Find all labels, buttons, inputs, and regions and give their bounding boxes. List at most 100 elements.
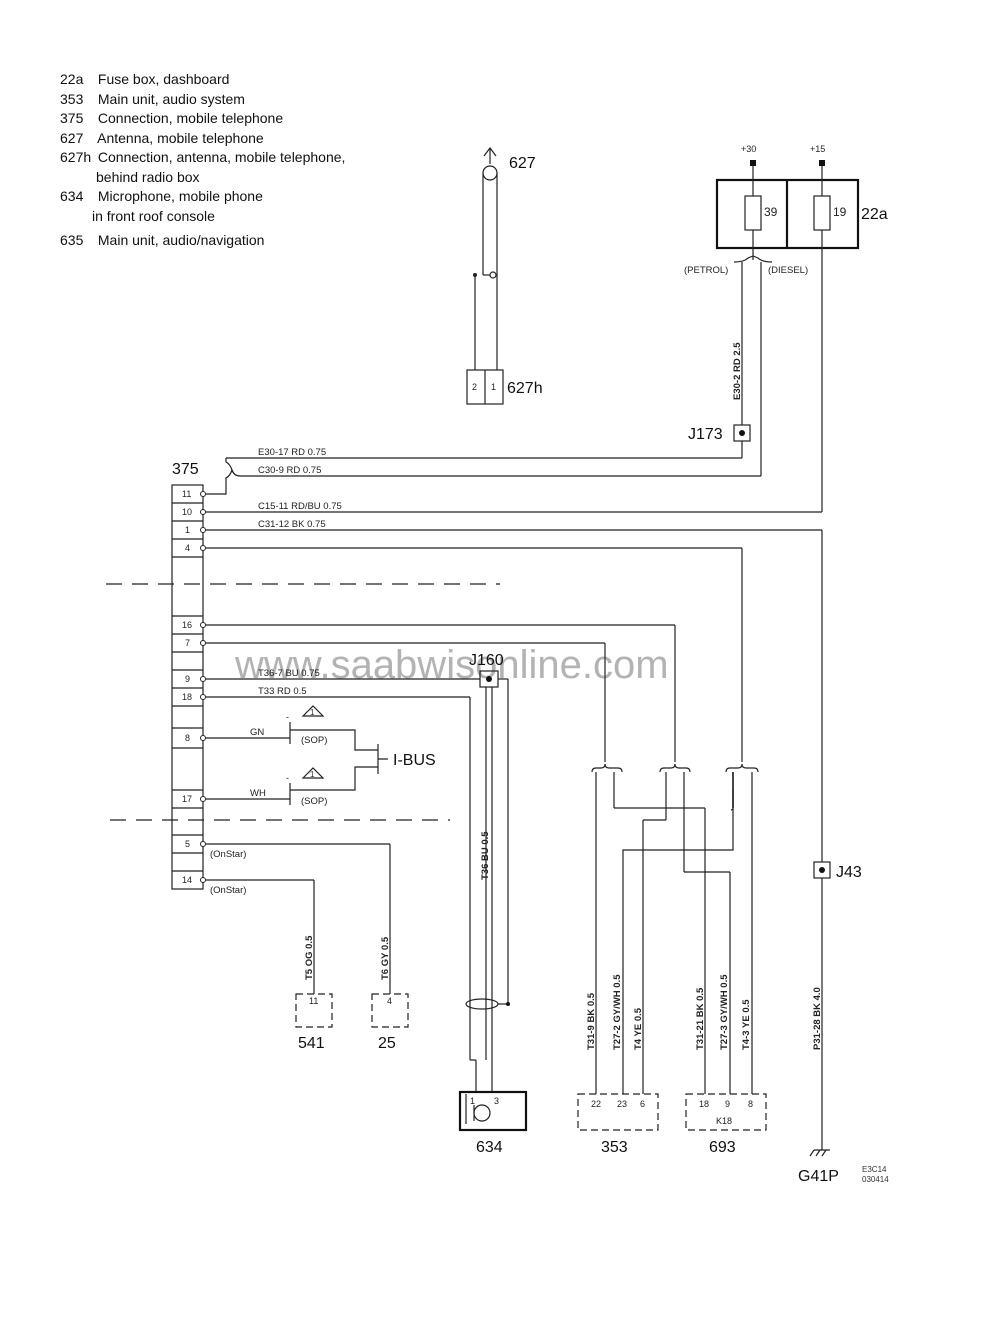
- legend-row: behind radio box: [96, 168, 200, 185]
- label-693: 693: [709, 1139, 736, 1156]
- svg-text:(OnStar): (OnStar): [210, 885, 246, 896]
- svg-text:17: 17: [182, 794, 192, 804]
- svg-text:8: 8: [748, 1099, 753, 1109]
- svg-text:1: 1: [470, 1096, 475, 1106]
- svg-text:23: 23: [617, 1099, 627, 1109]
- wire-label-wh: WH: [250, 788, 266, 799]
- wire-label-t4: T4 YE 0.5: [633, 1007, 644, 1050]
- svg-text:11: 11: [309, 996, 318, 1006]
- legend-row: 635 Main unit, audio/navigation: [60, 232, 265, 248]
- wire-label-e30-17: E30-17 RD 0.75: [258, 447, 326, 458]
- label-541: 541: [298, 1035, 325, 1052]
- wire-label-p31-28: P31-28 BK 4.0: [812, 987, 823, 1050]
- svg-text:7: 7: [185, 638, 190, 648]
- wire-label-c15-11: C15-11 RD/BU 0.75: [258, 501, 342, 512]
- wire-label-t4-3: T4-3 YE 0.5: [741, 999, 752, 1050]
- svg-text:4: 4: [185, 543, 190, 553]
- svg-text:14: 14: [182, 875, 192, 885]
- connector-353: [577, 1093, 659, 1131]
- component-legend: 22a Fuse box, dashboard 353 Main unit, a…: [60, 70, 345, 251]
- svg-text:-: -: [286, 773, 289, 783]
- fuse-19-icon: [813, 195, 831, 231]
- microphone-icon: [473, 1104, 491, 1122]
- svg-text:1: 1: [310, 770, 315, 779]
- wire-label-t5: T5 OG 0.5: [304, 935, 315, 980]
- wire-label-t31-21: T31-21 BK 0.5: [695, 987, 706, 1050]
- fusebox-22a: +30 +15 39 19 22a (PETROL) (DIESEL): [684, 144, 888, 512]
- wire-label-t36-7: T36-7 BU 0.75: [258, 668, 320, 679]
- label-627: 627: [509, 155, 536, 172]
- wire-label-t31-9: T31-9 BK 0.5: [586, 992, 597, 1050]
- label-375: 375: [172, 461, 199, 478]
- shield-icon: [465, 998, 499, 1010]
- connector-541: [295, 993, 333, 1028]
- svg-text:+30: +30: [741, 144, 756, 154]
- connector-375: 375 11 10 1 4 16 7 9 18 8 17 5 14: [171, 461, 206, 890]
- antenna-627: 627: [473, 147, 536, 370]
- svg-text:18: 18: [182, 692, 192, 702]
- label-353: 353: [601, 1139, 628, 1156]
- svg-text:(OnStar): (OnStar): [210, 849, 246, 860]
- svg-text:18: 18: [699, 1099, 709, 1109]
- svg-text:8: 8: [185, 733, 190, 743]
- label-634: 634: [476, 1139, 503, 1156]
- svg-text:-: -: [286, 712, 289, 722]
- svg-text:9: 9: [185, 674, 190, 684]
- label-627h: 627h: [507, 380, 543, 397]
- watermark: www.saabwisonline.com: [234, 643, 669, 687]
- legend-row: 627 Antenna, mobile telephone: [60, 129, 264, 146]
- legend-row: 353 Main unit, audio system: [60, 90, 245, 107]
- svg-text:16: 16: [182, 620, 192, 630]
- label-j160: J160: [469, 652, 504, 669]
- svg-text:(DIESEL): (DIESEL): [768, 265, 808, 276]
- wire-label-t27-2: T27-2 GY/WH 0.5: [612, 974, 623, 1050]
- wire-label-c31-12: C31-12 BK 0.75: [258, 519, 326, 530]
- label-j173: J173: [688, 426, 723, 443]
- svg-text:(SOP): (SOP): [301, 735, 327, 746]
- note-triangle-icon: [301, 767, 325, 779]
- legend-row: 627h Connection, antenna, mobile telepho…: [60, 149, 346, 165]
- svg-text:2: 2: [472, 382, 477, 392]
- svg-text:19: 19: [833, 205, 847, 219]
- note-triangle-icon: [301, 705, 325, 717]
- label-j43: J43: [836, 864, 862, 881]
- svg-text:6: 6: [640, 1099, 645, 1109]
- svg-text:1: 1: [491, 382, 496, 392]
- svg-text:3: 3: [494, 1096, 499, 1106]
- ground-icon: [809, 1149, 830, 1157]
- wire-label-t27-3: T27-3 GY/WH 0.5: [719, 974, 730, 1050]
- svg-text:22: 22: [591, 1099, 601, 1109]
- antenna-coil-icon: [482, 165, 498, 181]
- wire-label-c30-9: C30-9 RD 0.75: [258, 465, 321, 476]
- label-ibus: I-BUS: [393, 752, 436, 769]
- svg-text:9: 9: [725, 1099, 730, 1109]
- svg-text:(PETROL): (PETROL): [684, 265, 728, 276]
- svg-text:11: 11: [182, 489, 191, 499]
- fuse-39-icon: [744, 195, 762, 231]
- svg-text:1: 1: [310, 708, 315, 717]
- connector-25: [371, 993, 409, 1028]
- antenna-arrow-icon: [483, 147, 497, 164]
- legend-row: 375 Connection, mobile telephone: [60, 110, 284, 126]
- svg-text:4: 4: [387, 996, 392, 1006]
- svg-text:+15: +15: [810, 144, 825, 154]
- microphone-634: 1 3 634: [458, 1090, 528, 1156]
- label-g41p: G41P: [798, 1168, 839, 1185]
- svg-text:030414: 030414: [862, 1175, 889, 1184]
- label-22a: 22a: [861, 206, 888, 223]
- svg-text:1: 1: [185, 525, 190, 535]
- connector-693: [685, 1093, 767, 1131]
- svg-text:5: 5: [185, 839, 190, 849]
- wire-label-t33: T33 RD 0.5: [258, 686, 307, 697]
- wire-label-t36-bu: T36 BU 0.5: [480, 831, 491, 880]
- connector-627h: 2 1 627h: [466, 369, 543, 405]
- svg-text:(SOP): (SOP): [301, 796, 327, 807]
- svg-text:K18: K18: [716, 1116, 732, 1126]
- legend-row: in front roof console: [92, 207, 215, 224]
- svg-text:E3C14: E3C14: [862, 1165, 887, 1174]
- wire-label-gn: GN: [250, 727, 264, 738]
- wire-label-t6: T6 GY 0.5: [380, 936, 391, 980]
- legend-row: 634 Microphone, mobile phone: [60, 188, 263, 204]
- label-25: 25: [378, 1035, 396, 1052]
